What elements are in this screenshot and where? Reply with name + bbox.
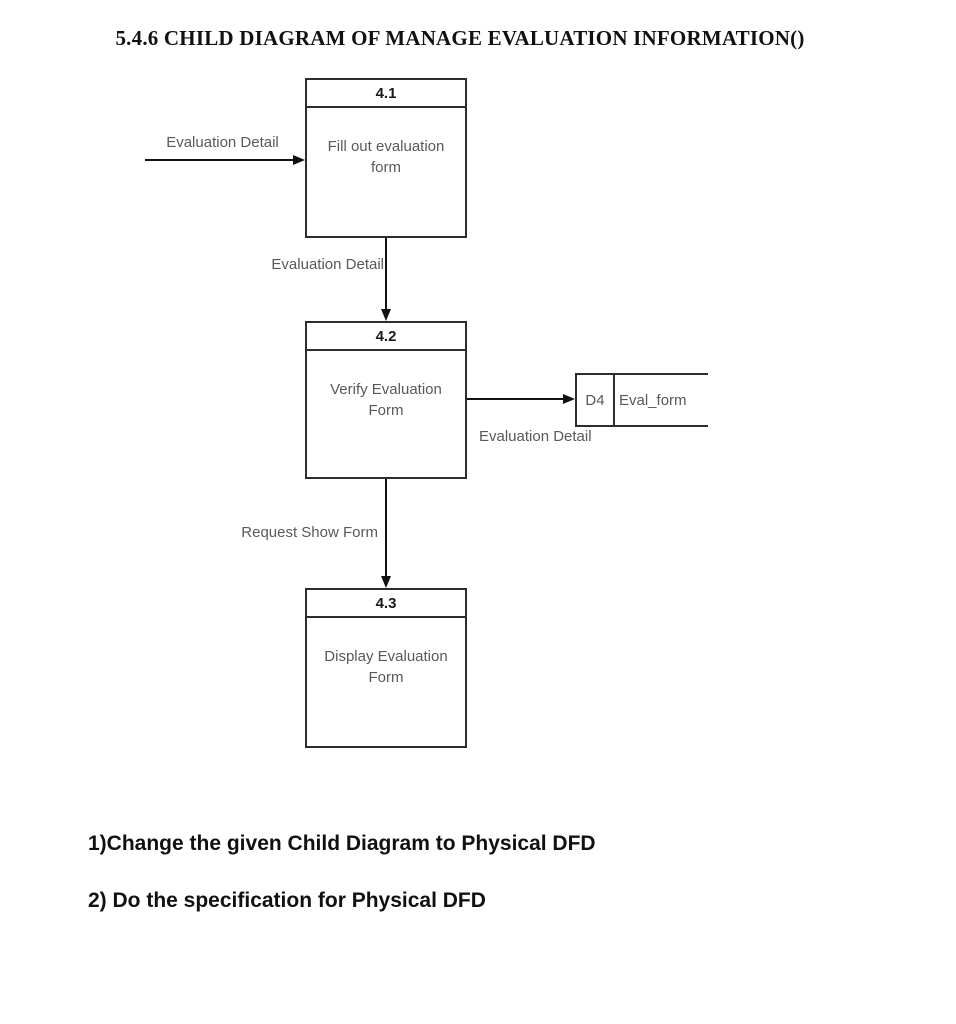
arrowhead-down-icon bbox=[381, 576, 391, 588]
process-label: Verify Evaluation Form bbox=[330, 381, 442, 419]
flow-line-evaluation-detail-mid bbox=[385, 238, 387, 309]
process-label: Display Evaluation Form bbox=[324, 648, 448, 686]
flow-line-request-show-form bbox=[385, 479, 387, 576]
note-2: 2) Do the specification for Physical DFD bbox=[88, 889, 486, 912]
arrowhead-right-icon bbox=[563, 394, 575, 404]
datastore-id: D4 bbox=[577, 375, 615, 425]
process-id: 4.1 bbox=[307, 80, 465, 108]
datastore-d4: D4 Eval_form bbox=[575, 373, 708, 427]
process-id: 4.2 bbox=[307, 323, 465, 351]
datastore-name: Eval_form bbox=[619, 391, 687, 409]
flow-line-evaluation-detail-in bbox=[145, 159, 293, 161]
flow-label-evaluation-detail-store: Evaluation Detail bbox=[479, 428, 592, 445]
note-1: 1)Change the given Child Diagram to Phys… bbox=[88, 832, 596, 855]
flow-line-evaluation-detail-store bbox=[467, 398, 563, 400]
process-id: 4.3 bbox=[307, 590, 465, 618]
arrowhead-down-icon bbox=[381, 309, 391, 321]
process-box-4-1: 4.1 Fill out evaluation form bbox=[305, 78, 467, 238]
page-title: 5.4.6 CHILD DIAGRAM OF MANAGE EVALUATION… bbox=[115, 26, 805, 50]
process-box-4-3: 4.3 Display Evaluation Form bbox=[305, 588, 467, 748]
arrowhead-right-icon bbox=[293, 155, 305, 165]
process-label: Fill out evaluation form bbox=[327, 138, 445, 176]
process-box-4-2: 4.2 Verify Evaluation Form bbox=[305, 321, 467, 479]
flow-label-evaluation-detail-mid: Evaluation Detail bbox=[271, 256, 384, 273]
flow-label-evaluation-detail-in: Evaluation Detail bbox=[166, 134, 279, 151]
flow-label-request-show-form: Request Show Form bbox=[241, 524, 378, 541]
